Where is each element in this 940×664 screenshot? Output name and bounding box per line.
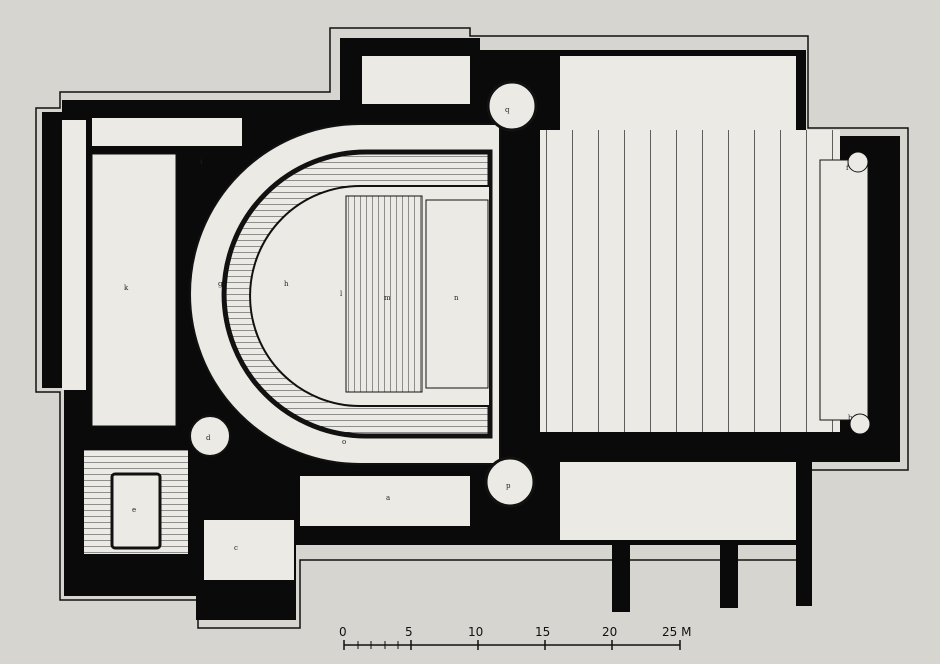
stage-area xyxy=(540,130,840,432)
label-m: m xyxy=(384,294,391,302)
orchestra-pit xyxy=(425,199,489,389)
label-c: c xyxy=(234,544,238,552)
label-d: d xyxy=(206,434,211,442)
corner-stair-top xyxy=(847,151,869,173)
scale-tick-0: 0 xyxy=(339,625,347,639)
scale-tick-15: 15 xyxy=(535,625,550,639)
label-a: a xyxy=(386,494,390,502)
outer-boundary xyxy=(35,27,909,629)
label-l: l xyxy=(340,290,343,298)
lower-foyer-rooms xyxy=(300,476,470,526)
label-f: f xyxy=(846,164,850,172)
left-pier-strip xyxy=(62,120,86,390)
staircase-landing xyxy=(110,472,162,550)
scale-tick-5: 5 xyxy=(405,625,413,639)
top-left-corridor xyxy=(92,118,242,146)
label-g: g xyxy=(218,280,223,288)
scale-tick-20: 20 xyxy=(602,625,617,639)
stage-apron xyxy=(819,159,869,421)
lower-right-rooms xyxy=(560,462,796,540)
label-n: n xyxy=(454,294,459,302)
corner-stair-bottom xyxy=(849,413,871,435)
label-q: q xyxy=(505,106,510,114)
label-e: e xyxy=(132,506,136,514)
label-o: o xyxy=(342,438,346,446)
label-k: k xyxy=(124,284,129,292)
left-foyer xyxy=(91,153,177,427)
spiral-stair-bottom xyxy=(484,456,536,508)
scale-bar: 0 5 10 15 20 25 M xyxy=(339,625,691,650)
round-vestibule xyxy=(189,415,231,457)
scale-tick-25: 25 M xyxy=(662,625,691,639)
label-i: i xyxy=(200,158,203,166)
label-p: p xyxy=(506,482,511,490)
label-h: h xyxy=(284,280,289,288)
spiral-stair-top xyxy=(486,80,538,132)
scale-tick-10: 10 xyxy=(468,625,483,639)
label-b: b xyxy=(848,414,853,422)
top-right-rooms xyxy=(560,56,796,130)
stalls-seating xyxy=(345,195,423,393)
cloak-room xyxy=(204,520,294,580)
top-entry-rooms xyxy=(362,56,470,104)
